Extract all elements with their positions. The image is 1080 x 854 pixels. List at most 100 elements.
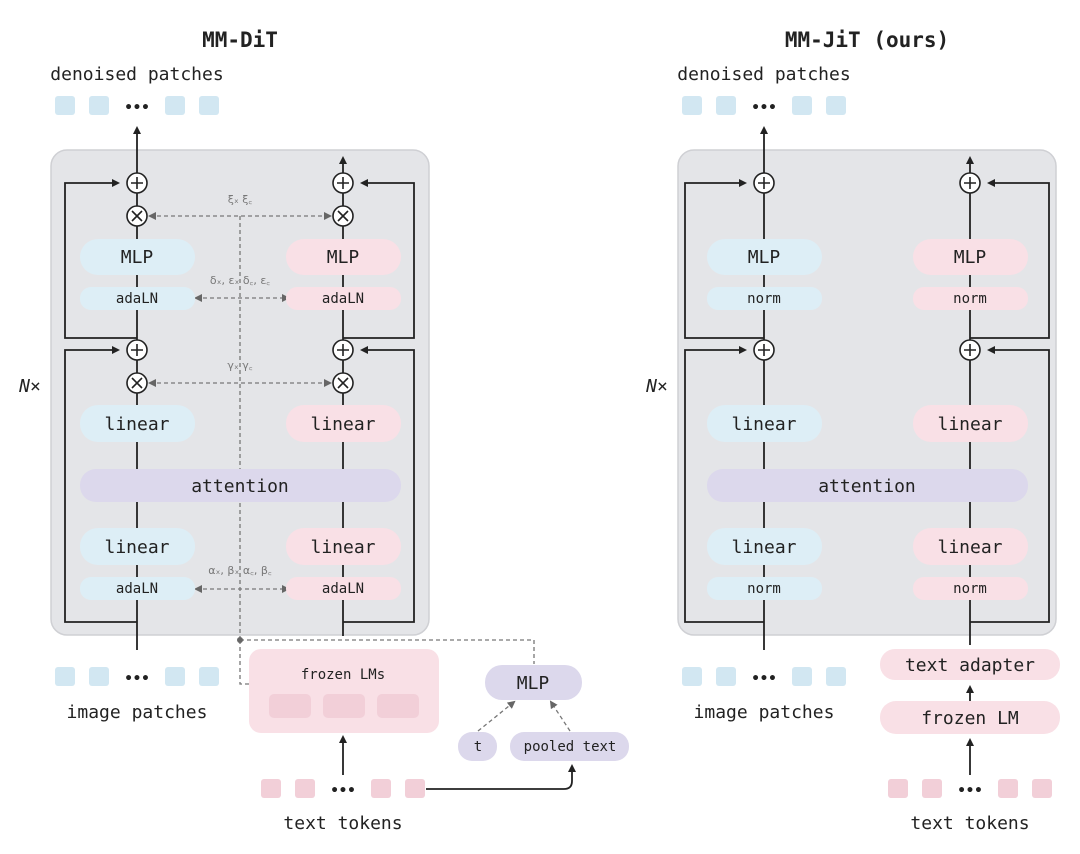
add-icon [332,172,354,194]
mm-dit-title: MM-DiT [202,28,278,52]
patch-icon [792,667,812,686]
frozen-lms-label: frozen LMs [301,667,385,683]
text-linear-top-label: linear [310,414,375,435]
alpha-beta-params-label: αₓ, βₓ α꜀, β꜀ [208,564,272,577]
ellipsis-icon: ••• [957,783,982,799]
image-mlp-label: MLP [748,247,781,268]
image-linear-top-label: linear [731,414,796,435]
token-icon [998,779,1018,798]
text-linear-bottom-label: linear [937,537,1002,558]
gamma-params-label: γₓ γ꜀ [227,359,252,372]
text-norm-top-label: norm [953,291,987,307]
image-patches-label: image patches [694,702,835,723]
pooled-text-box [510,732,629,761]
frozen-lm-label: frozen LM [921,708,1019,729]
ellipsis-icon: ••• [751,100,776,116]
text-norm-top-box [913,287,1028,310]
token-icon [371,779,391,798]
input-text-tokens: ••• [261,779,425,799]
add-icon [126,172,148,194]
image-linear-bottom-box [80,528,195,565]
image-mlp-box [80,239,195,275]
add-icon [753,172,775,194]
text-mlp-box [286,239,401,275]
image-norm-top-label: norm [747,291,781,307]
patch-icon [165,96,185,115]
image-linear-bottom-box [707,528,822,565]
text-tokens-label: text tokens [910,813,1029,834]
text-tokens-label: text tokens [283,813,402,834]
image-adaln-bottom-label: adaLN [116,581,158,597]
text-adaln-top-label: adaLN [322,291,364,307]
token-icon [922,779,942,798]
image-mlp-label: MLP [121,247,154,268]
patch-icon [826,667,846,686]
text-adapter-label: text adapter [905,655,1035,676]
frozen-lm-box [880,701,1060,734]
text-adaln-bottom-box [286,577,401,600]
multiply-icon [332,205,354,227]
frozen-lms-box [249,649,439,733]
attention-label: attention [818,476,916,497]
patch-icon [826,96,846,115]
image-linear-bottom-label: linear [104,537,169,558]
patch-icon [716,96,736,115]
text-linear-bottom-box [913,528,1028,565]
lm-slot [269,694,311,718]
ellipsis-icon: ••• [124,671,149,687]
denoised-patches-label: denoised patches [677,64,850,85]
text-mlp-box [913,239,1028,275]
attention-box [707,469,1028,502]
text-linear-bottom-box [286,528,401,565]
text-mlp-label: MLP [327,247,360,268]
image-norm-bottom-box [707,577,822,600]
multiply-icon [126,372,148,394]
text-mlp-label: MLP [954,247,987,268]
ellipsis-icon: ••• [330,783,355,799]
image-linear-top-box [80,405,195,442]
conditioning-mlp-label: MLP [517,673,550,694]
token-icon [1032,779,1052,798]
add-icon [753,339,775,361]
conditioning-mlp-box [485,665,582,700]
text-norm-bottom-box [913,577,1028,600]
input-text-tokens: ••• [888,779,1052,799]
image-mlp-box [707,239,822,275]
add-icon [959,172,981,194]
patch-icon [682,667,702,686]
text-adaln-top-box [286,287,401,310]
patch-icon [199,96,219,115]
text-adapter-box [880,649,1060,680]
delta-epsilon-params-label: δₓ, εₓ δ꜀, ε꜀ [210,274,270,287]
text-norm-bottom-label: norm [953,581,987,597]
image-adaln-top-label: adaLN [116,291,158,307]
patch-icon [89,667,109,686]
token-icon [295,779,315,798]
token-icon [888,779,908,798]
image-linear-top-box [707,405,822,442]
image-patches-label: image patches [67,702,208,723]
add-icon [959,339,981,361]
text-linear-top-label: linear [937,414,1002,435]
image-adaln-top-box [80,287,195,310]
lm-slot [377,694,419,718]
image-norm-top-box [707,287,822,310]
text-linear-bottom-label: linear [310,537,375,558]
patch-icon [89,96,109,115]
token-icon [261,779,281,798]
patch-icon [55,96,75,115]
repeat-n-label: N× [645,376,668,397]
timestep-box [458,732,497,761]
image-linear-top-label: linear [104,414,169,435]
lm-slot [323,694,365,718]
denoised-patches-label: denoised patches [50,64,223,85]
token-icon [405,779,425,798]
patch-icon [716,667,736,686]
mm-dit-panel: MM-DiT denoised patches ••• N× [18,28,629,834]
zeta-params-label: ξₓ ξ꜀ [228,193,253,206]
mm-jit-panel: MM-JiT (ours) denoised patches ••• N× [645,28,1060,834]
attention-box [80,469,401,502]
pooled-text-label: pooled text [524,739,617,755]
image-norm-bottom-label: norm [747,581,781,597]
